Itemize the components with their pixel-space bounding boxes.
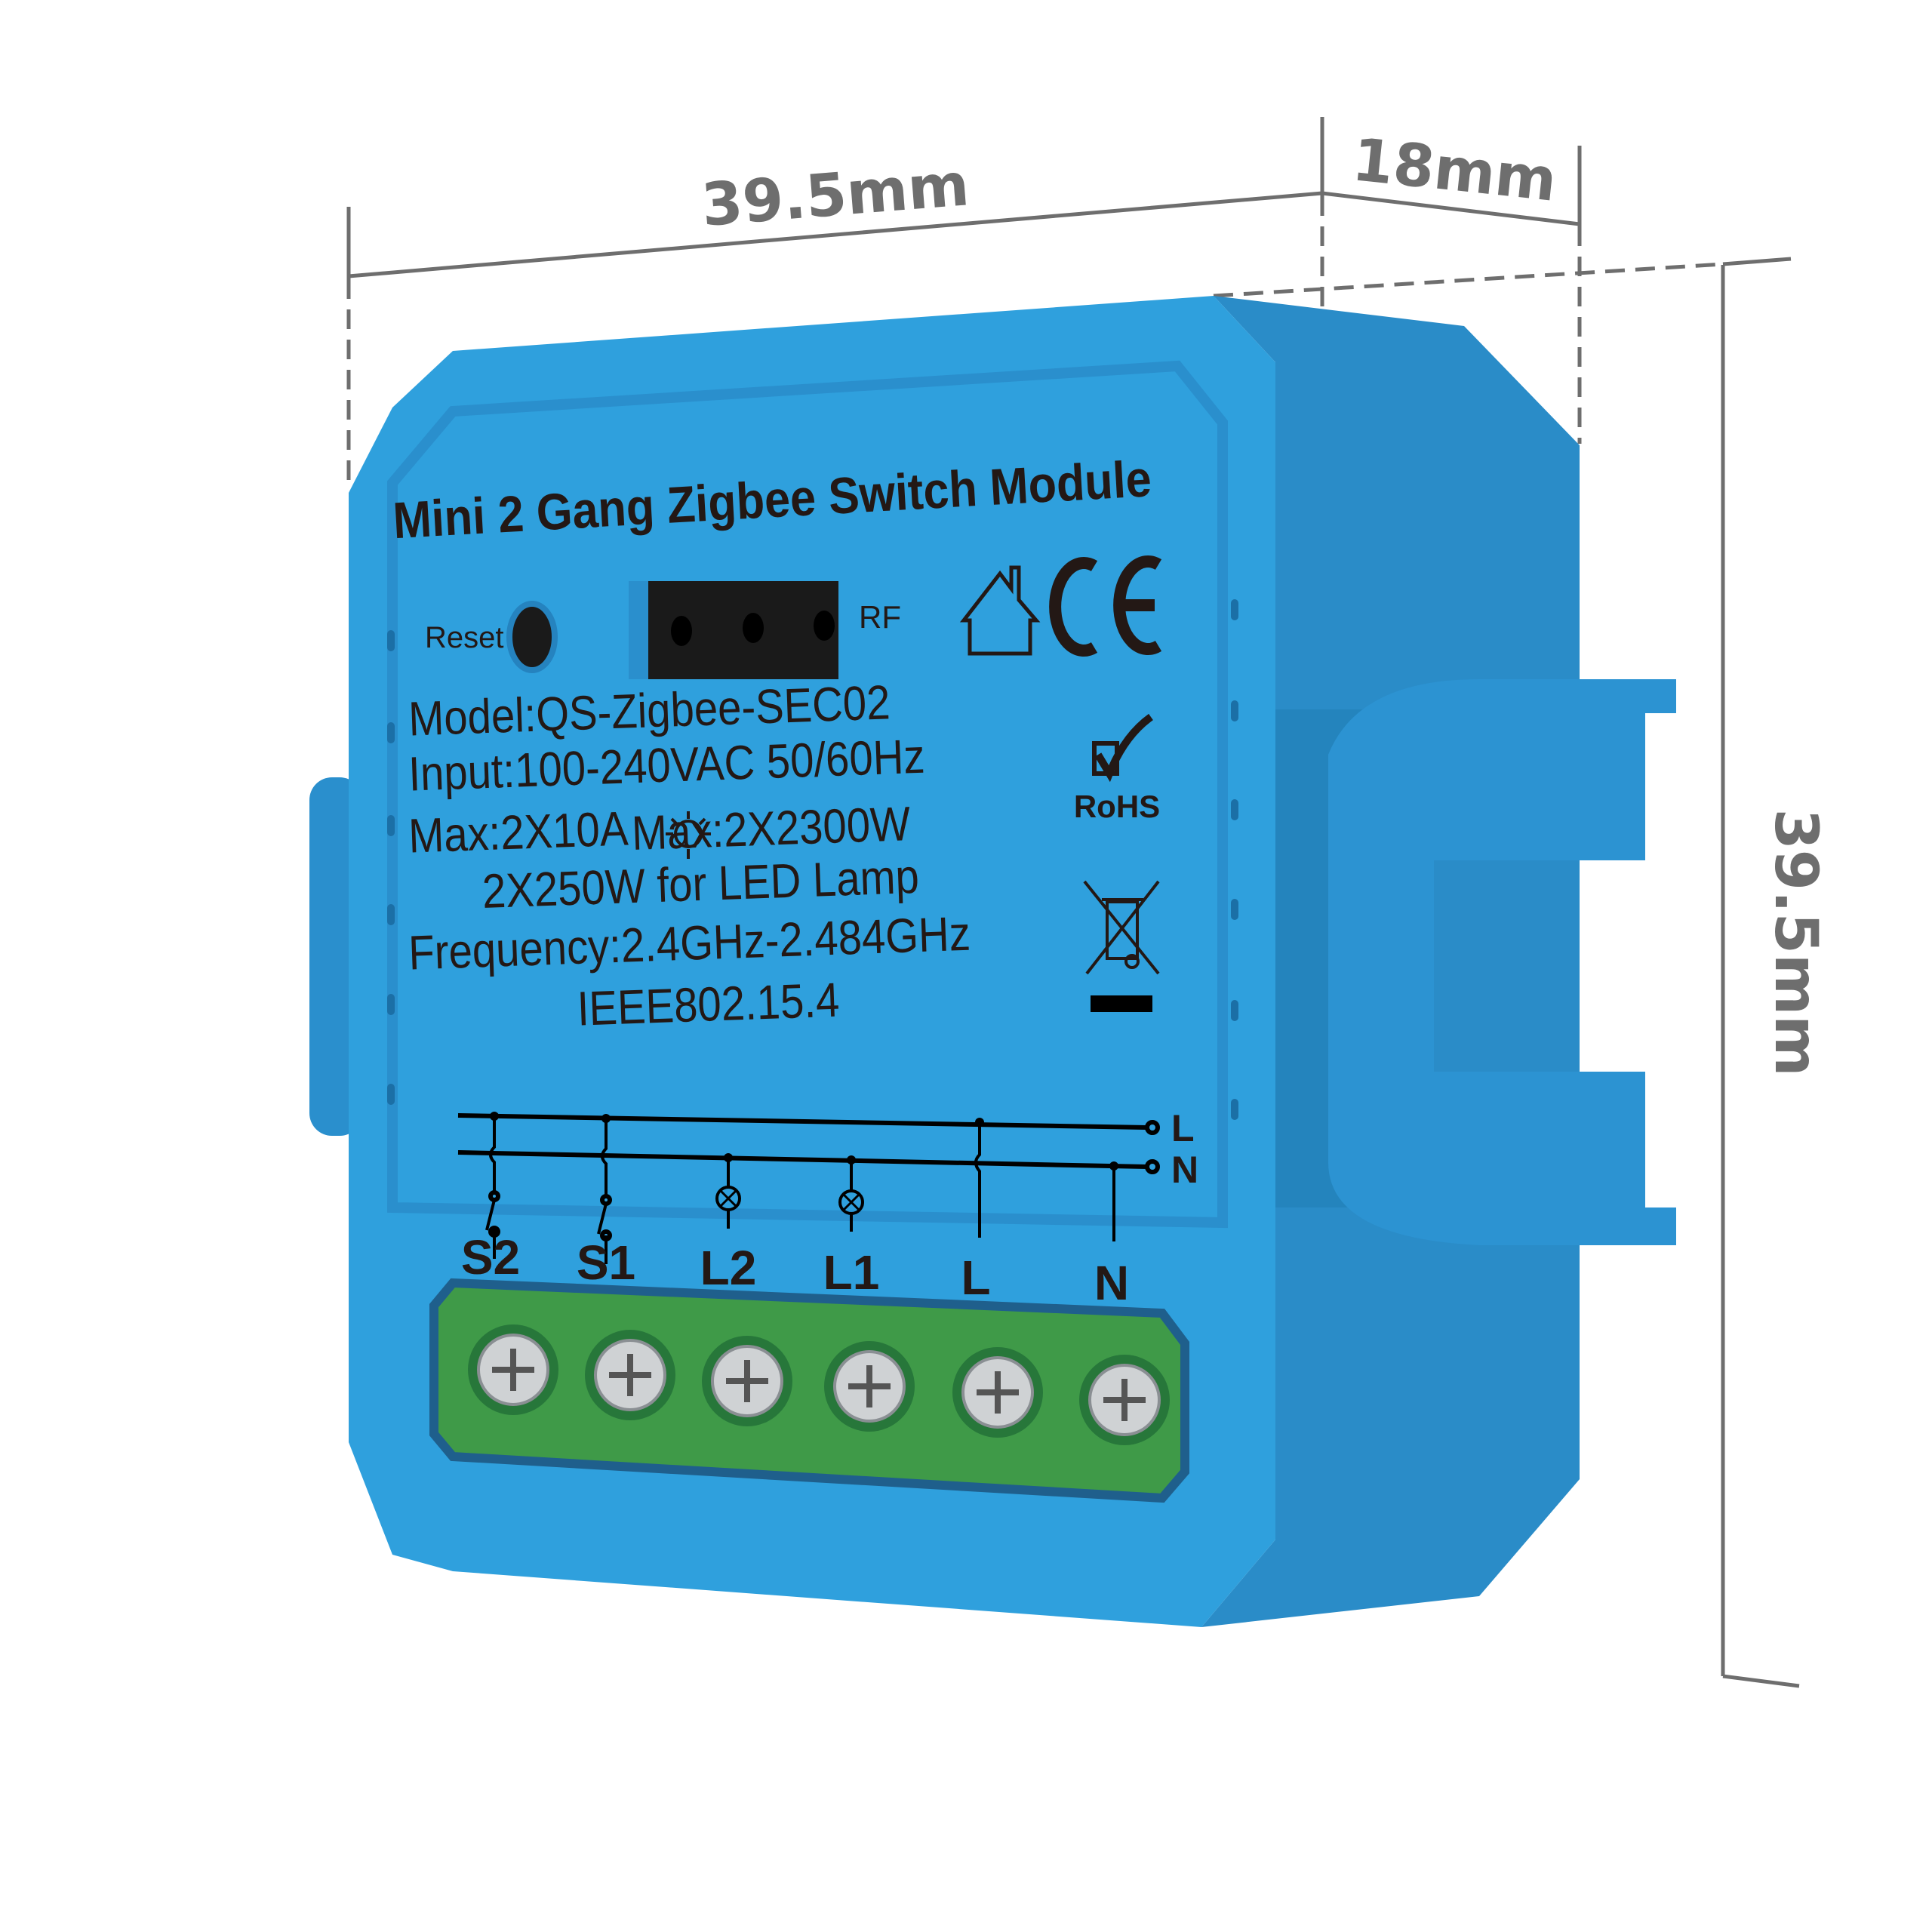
terminal-label-n: N bbox=[1094, 1256, 1129, 1310]
indoor-use-house-icon bbox=[959, 565, 1041, 656]
terminal-screw-l[interactable] bbox=[952, 1347, 1043, 1438]
wiring-junctions bbox=[490, 1112, 1118, 1171]
line-l-label: L bbox=[1171, 1107, 1195, 1149]
line-n-label: N bbox=[1171, 1149, 1198, 1191]
ce-mark-icon bbox=[1049, 555, 1162, 657]
terminal-label-l: L bbox=[961, 1251, 990, 1305]
terminal-label-l1: L1 bbox=[823, 1245, 880, 1300]
front-panel-frame bbox=[387, 360, 1228, 1229]
spec-protocol: IEEE802.15.4 bbox=[577, 972, 841, 1035]
mounting-clip bbox=[1275, 679, 1676, 1245]
reset-label: Reset bbox=[425, 621, 504, 654]
dimension-lines bbox=[346, 117, 1800, 1688]
height-dimension-label: 39.5mm bbox=[1761, 809, 1829, 1077]
rf-port-window bbox=[629, 581, 838, 679]
rohs-label: RoHS bbox=[1074, 789, 1160, 824]
terminal-screw-l2[interactable] bbox=[702, 1336, 792, 1426]
rf-port-pins bbox=[671, 611, 835, 646]
rf-label: RF bbox=[859, 599, 901, 635]
terminal-screw-s1[interactable] bbox=[585, 1330, 675, 1420]
terminal-labels: S2 S1 L2 L1 L N bbox=[461, 1230, 1129, 1310]
spec-text: Model:QS-Zigbee-SEC02 Input:100-240VAC 5… bbox=[408, 675, 971, 1035]
weee-bar bbox=[1091, 995, 1152, 1012]
reset-button[interactable] bbox=[506, 601, 558, 673]
terminal-label-l2: L2 bbox=[700, 1241, 757, 1295]
weee-bin-icon bbox=[1083, 880, 1160, 975]
terminal-screw-l1[interactable] bbox=[824, 1341, 915, 1432]
terminal-screw-s2[interactable] bbox=[468, 1324, 558, 1415]
bulb-icon bbox=[666, 811, 711, 859]
terminal-screw-n[interactable] bbox=[1079, 1355, 1170, 1445]
wiring-diagram bbox=[457, 1113, 1160, 1264]
spec-max-current: Max:2X10A bbox=[408, 801, 629, 863]
rohs-check-icon bbox=[1092, 713, 1153, 783]
terminal-label-s2: S2 bbox=[461, 1230, 520, 1284]
terminal-screws bbox=[468, 1324, 1170, 1445]
vent-slots bbox=[387, 599, 1238, 1120]
spec-max-power: Max:2X2300W bbox=[631, 796, 912, 860]
terminal-label-s1: S1 bbox=[577, 1235, 635, 1290]
